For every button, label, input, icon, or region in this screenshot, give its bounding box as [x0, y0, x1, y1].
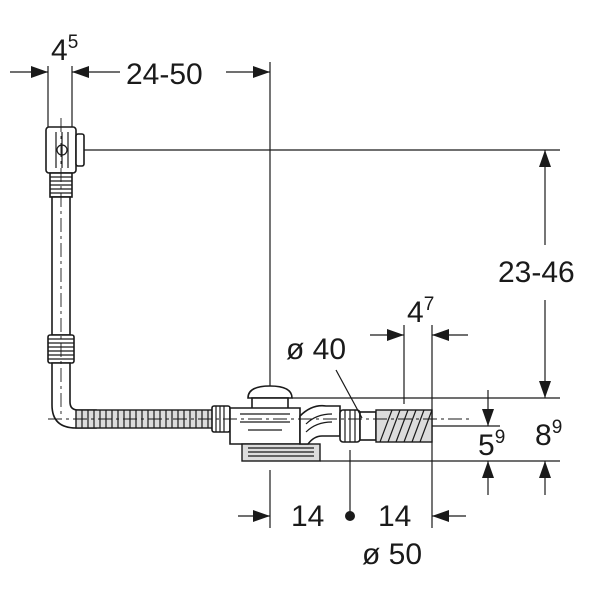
label-mid-width: 47	[407, 294, 434, 329]
label-inner-diameter: ø 40	[286, 333, 346, 366]
dimension-labels: 45 24-50 23-46 47 ø 40 59 89 14 14 ø 50	[51, 32, 575, 571]
label-bottom-right: 14	[378, 500, 411, 533]
label-bottom-left: 14	[291, 500, 324, 533]
centre-lines	[48, 118, 472, 420]
dimension-arrows	[10, 66, 551, 522]
outlet-connection	[339, 409, 433, 443]
drain-body	[229, 385, 341, 462]
label-outer-diameter: ø 50	[362, 538, 422, 571]
label-right-height: 23-46	[498, 256, 575, 289]
label-top-left: 45	[51, 32, 78, 67]
overflow-pipe	[47, 172, 97, 429]
label-top-span: 24-50	[126, 58, 203, 91]
label-total-height: 89	[535, 417, 562, 452]
overflow-head	[45, 126, 85, 174]
label-small-height: 59	[478, 427, 505, 462]
